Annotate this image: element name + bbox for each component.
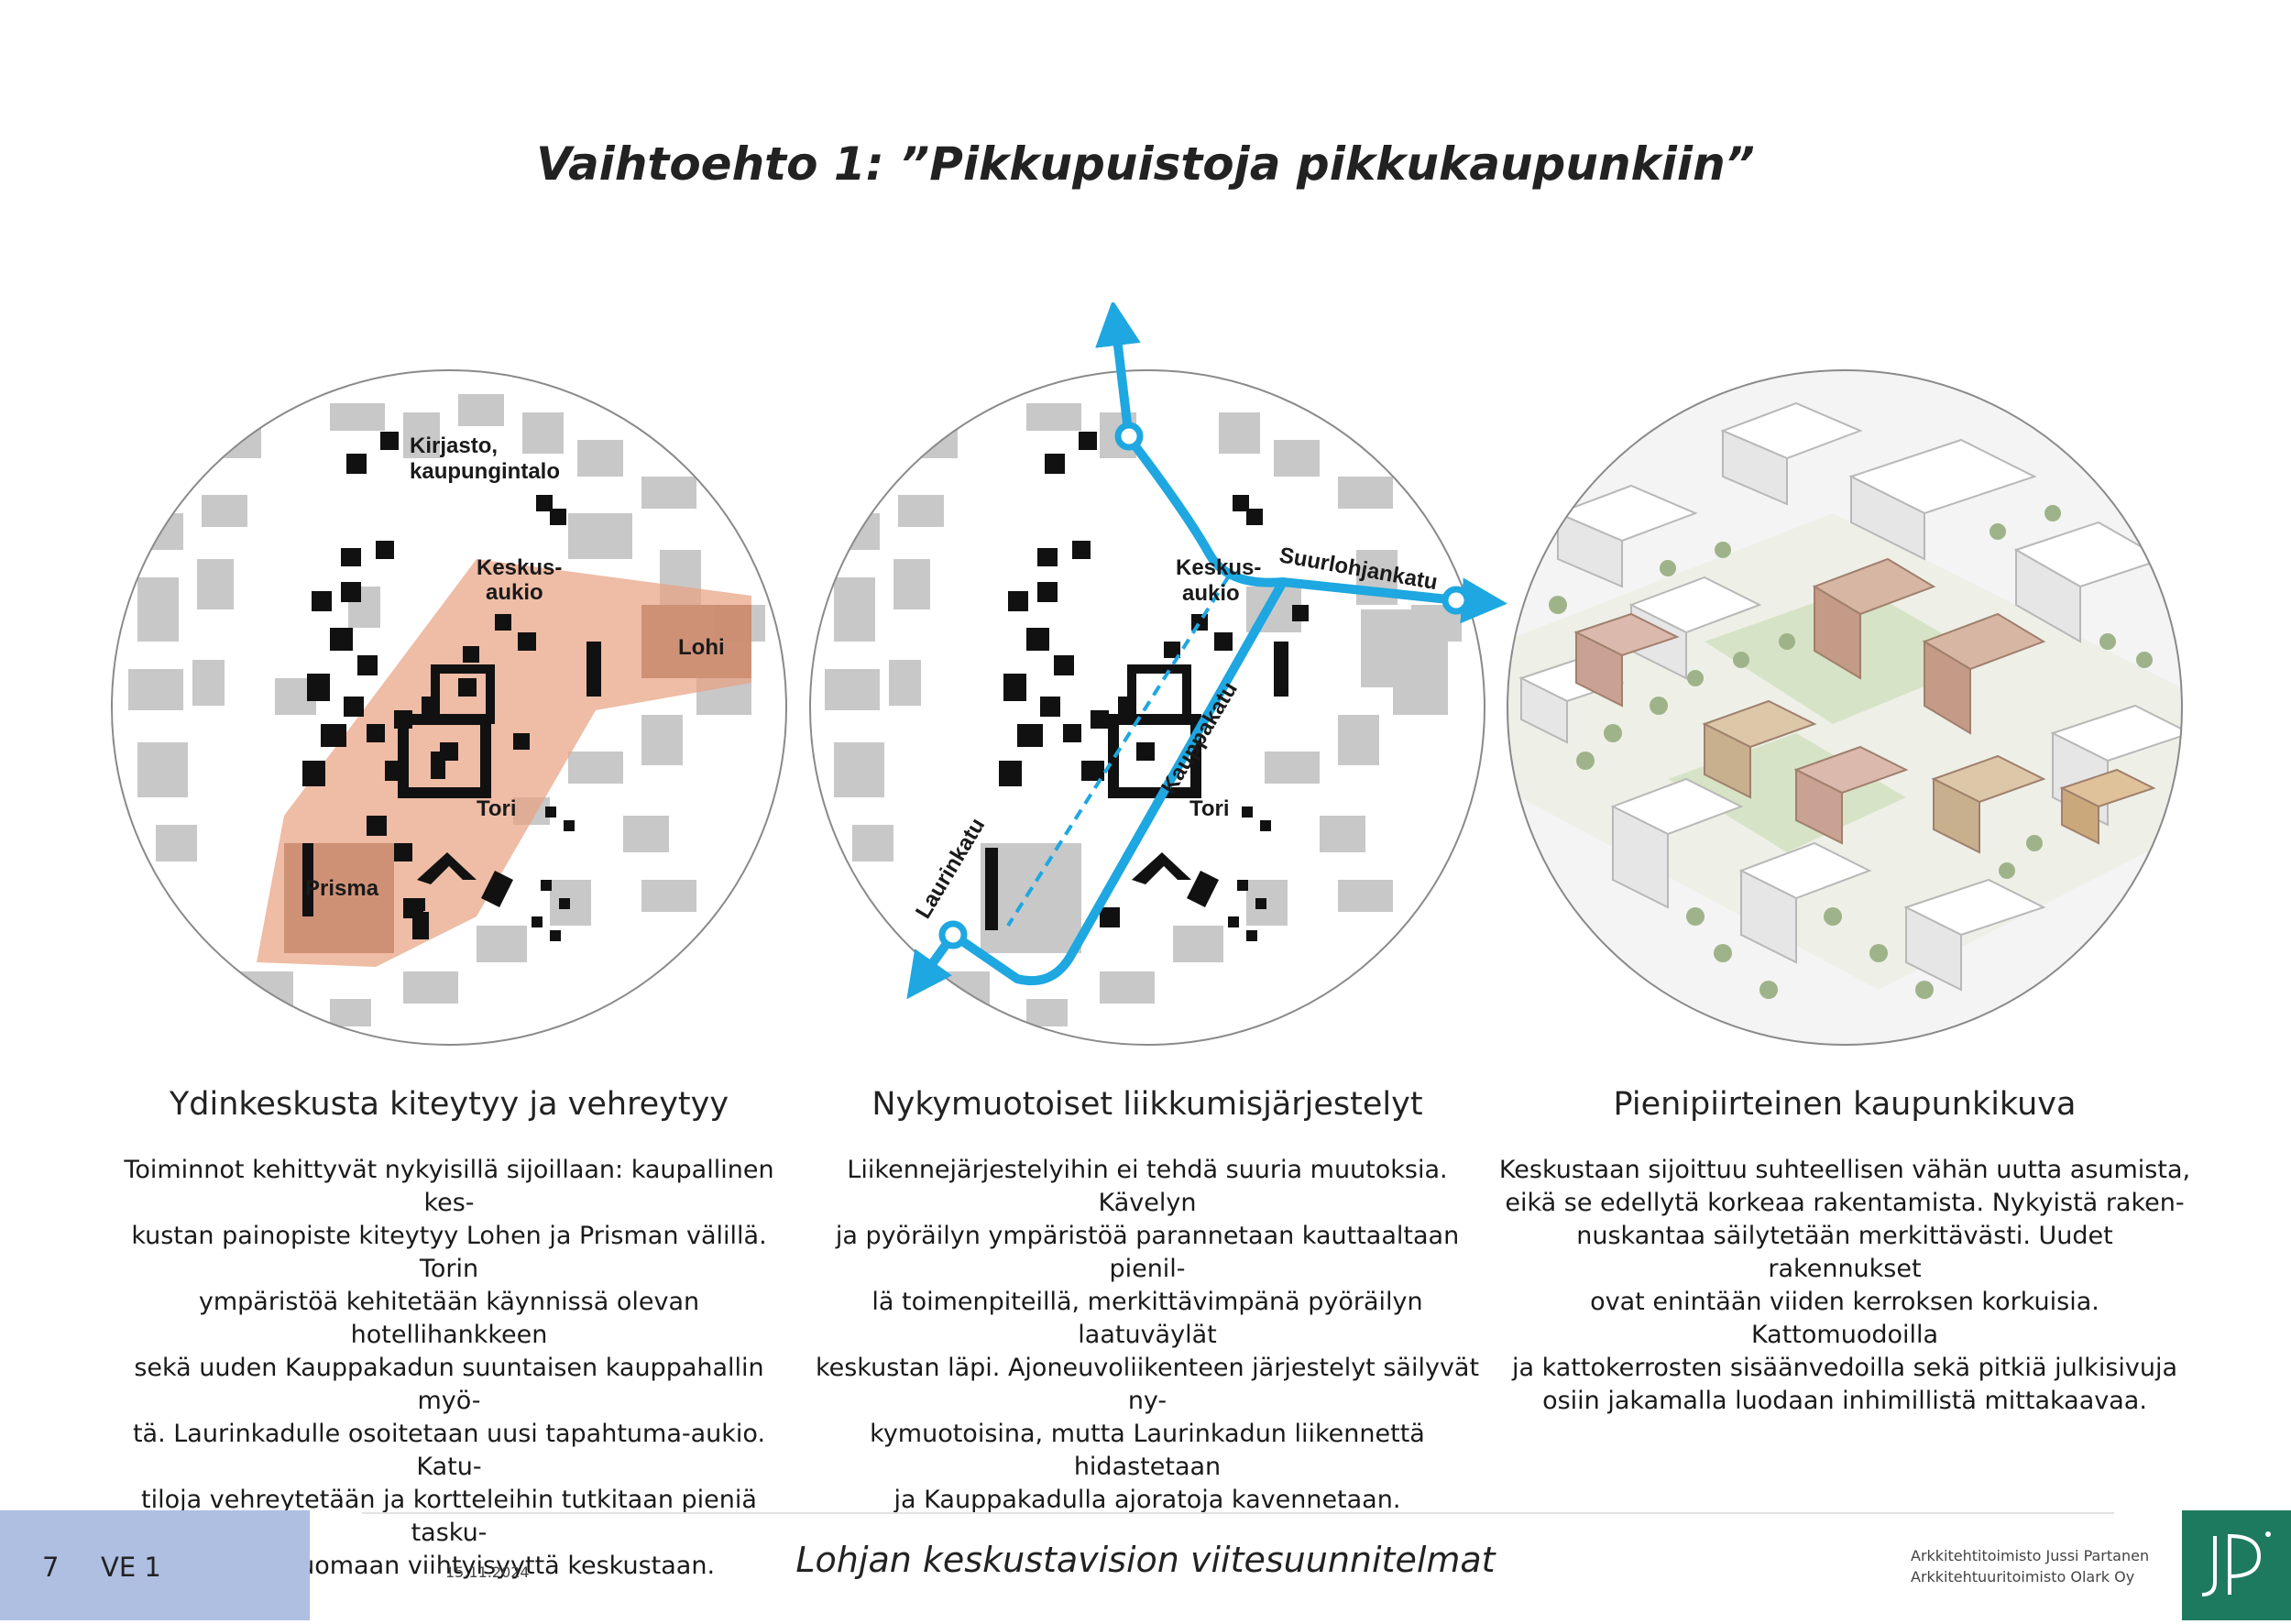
column-text: Toiminnot kehittyvät nykyisillä sijoilla…: [101, 1154, 797, 1583]
firm-name-1: Arkkitehtitoimisto Jussi Partanen: [1911, 1547, 2150, 1564]
document-date: 15.11.2024: [445, 1564, 530, 1581]
logo-mark: [2201, 1531, 2271, 1597]
firm-name-2: Arkkitehtuuritoimisto Olark Oy: [1911, 1568, 2135, 1586]
text-line: kustan painopiste kiteytyy Lohen ja Pris…: [131, 1222, 767, 1283]
route-node-north: [1114, 422, 1144, 451]
new-buildings-aerial: [1573, 557, 2156, 854]
label-square-2: aukio: [486, 580, 543, 605]
text-line: kymuotoisina, mutta Laurinkadun liikenne…: [870, 1420, 1425, 1481]
cycle-route-suurlohjankatu: [1124, 432, 1458, 605]
text-line: sekä uuden Kauppakadun suuntaisen kauppa…: [134, 1354, 764, 1415]
label-library-2: kaupungintalo: [410, 459, 560, 484]
route-arrow-north: [1095, 302, 1141, 432]
plan-diagrams: Kirjasto, kaupungintalo Keskus- aukio Lo…: [111, 302, 2183, 1046]
map-mobility: Keskus- aukio Tori Suurlohjankatu Kauppa…: [809, 302, 1507, 1046]
text-line: tiloja vehreytetään ja kortteleihin tutk…: [141, 1486, 757, 1547]
text-line: Keskustaan sijoittuu suhteellisen vähän …: [1498, 1156, 2191, 1184]
map-aerial-view: [1507, 369, 2183, 1046]
label-library-1: Kirjasto,: [410, 433, 498, 458]
text-line: tä. Laurinkadulle osoitetaan uusi tapaht…: [132, 1420, 766, 1481]
text-line: Liikennejärjestelyihin ei tehdä suuria m…: [847, 1156, 1448, 1217]
trees-aerial: [1549, 505, 2153, 999]
label-square-mid-1: Keskus-: [1176, 555, 1261, 580]
map-core-development: Kirjasto, kaupungintalo Keskus- aukio Lo…: [111, 369, 787, 1046]
text-line: ja pyöräilyn ympäristöä parannetaan kaut…: [835, 1222, 1460, 1283]
text-line: eikä se edellytä korkeaa rakentamista. N…: [1505, 1189, 2185, 1217]
section-code: VE 1: [101, 1552, 161, 1583]
cycle-route-dashed: [1006, 576, 1230, 927]
label-square-mid-2: aukio: [1182, 581, 1240, 606]
text-line: ja kattokerrosten sisäänvedoilla sekä pi…: [1511, 1354, 2178, 1382]
new-buildings-middle: [985, 432, 1309, 941]
text-line: nuskantaa säilytetään merkittävästi. Uud…: [1576, 1222, 2113, 1283]
text-line: ovat enintään viiden kerroksen korkuisia…: [1590, 1288, 2099, 1349]
text-line: Toiminnot kehittyvät nykyisillä sijoilla…: [124, 1156, 774, 1217]
label-lohi: Lohi: [678, 635, 725, 660]
column-heading: Nykymuotoiset liikkumisjärjestelyt: [871, 1086, 1423, 1123]
column-text: Keskustaan sijoittuu suhteellisen vähän …: [1496, 1154, 2193, 1418]
firm-logo: [2182, 1510, 2291, 1620]
text-line: ja Kauppakadulla ajoratoja kavennetaan.: [893, 1486, 1401, 1514]
column-heading: Ydinkeskusta kiteytyy ja vehreytyy: [169, 1086, 729, 1123]
lohi-block: [641, 605, 751, 678]
cycle-route-kauppakatu: [950, 579, 1288, 986]
page-number: 7: [42, 1552, 60, 1583]
label-prisma: Prisma: [305, 876, 379, 901]
svg-text:Kirjasto, kaupungintalo: Kirjasto, kaupungintalo Keskus- aukio Lo…: [305, 433, 730, 901]
svg-text:Keskus- aukio Tori: Keskus- aukio Tori: [1176, 555, 1267, 821]
text-line: osiin jakamalla luodaan inhimillistä mit…: [1542, 1387, 2147, 1415]
footer-divider: [362, 1512, 2114, 1514]
column-text: Liikennejärjestelyihin ei tehdä suuria m…: [799, 1154, 1496, 1517]
column-townscape: Pienipiirteinen kaupunkikuva Keskustaan …: [1496, 1086, 2193, 1418]
page-number-box: [0, 1510, 310, 1620]
label-square-1: Keskus-: [477, 555, 562, 580]
route-node-southwest: [938, 920, 968, 949]
text-line: lä toimenpiteillä, merkittävimpänä pyörä…: [871, 1288, 1423, 1349]
text-line: ympäristöä kehitetään käynnissä olevan h…: [198, 1288, 700, 1349]
route-node-east: [1441, 586, 1471, 615]
page-title: Vaihtoehto 1: ”Pikkupuistoja pikkukaupun…: [536, 137, 1755, 191]
column-heading: Pienipiirteinen kaupunkikuva: [1613, 1086, 2077, 1123]
label-tori-mid: Tori: [1189, 796, 1230, 821]
text-line: keskustan läpi. Ajoneuvoliikenteen järje…: [815, 1354, 1480, 1415]
column-core: Ydinkeskusta kiteytyy ja vehreytyy Toimi…: [101, 1086, 797, 1583]
label-tori: Tori: [477, 796, 517, 821]
document-title: Lohjan keskustavision viitesuunnitelmat: [795, 1540, 1496, 1580]
column-mobility: Nykymuotoiset liikkumisjärjestelyt Liike…: [799, 1086, 1496, 1517]
